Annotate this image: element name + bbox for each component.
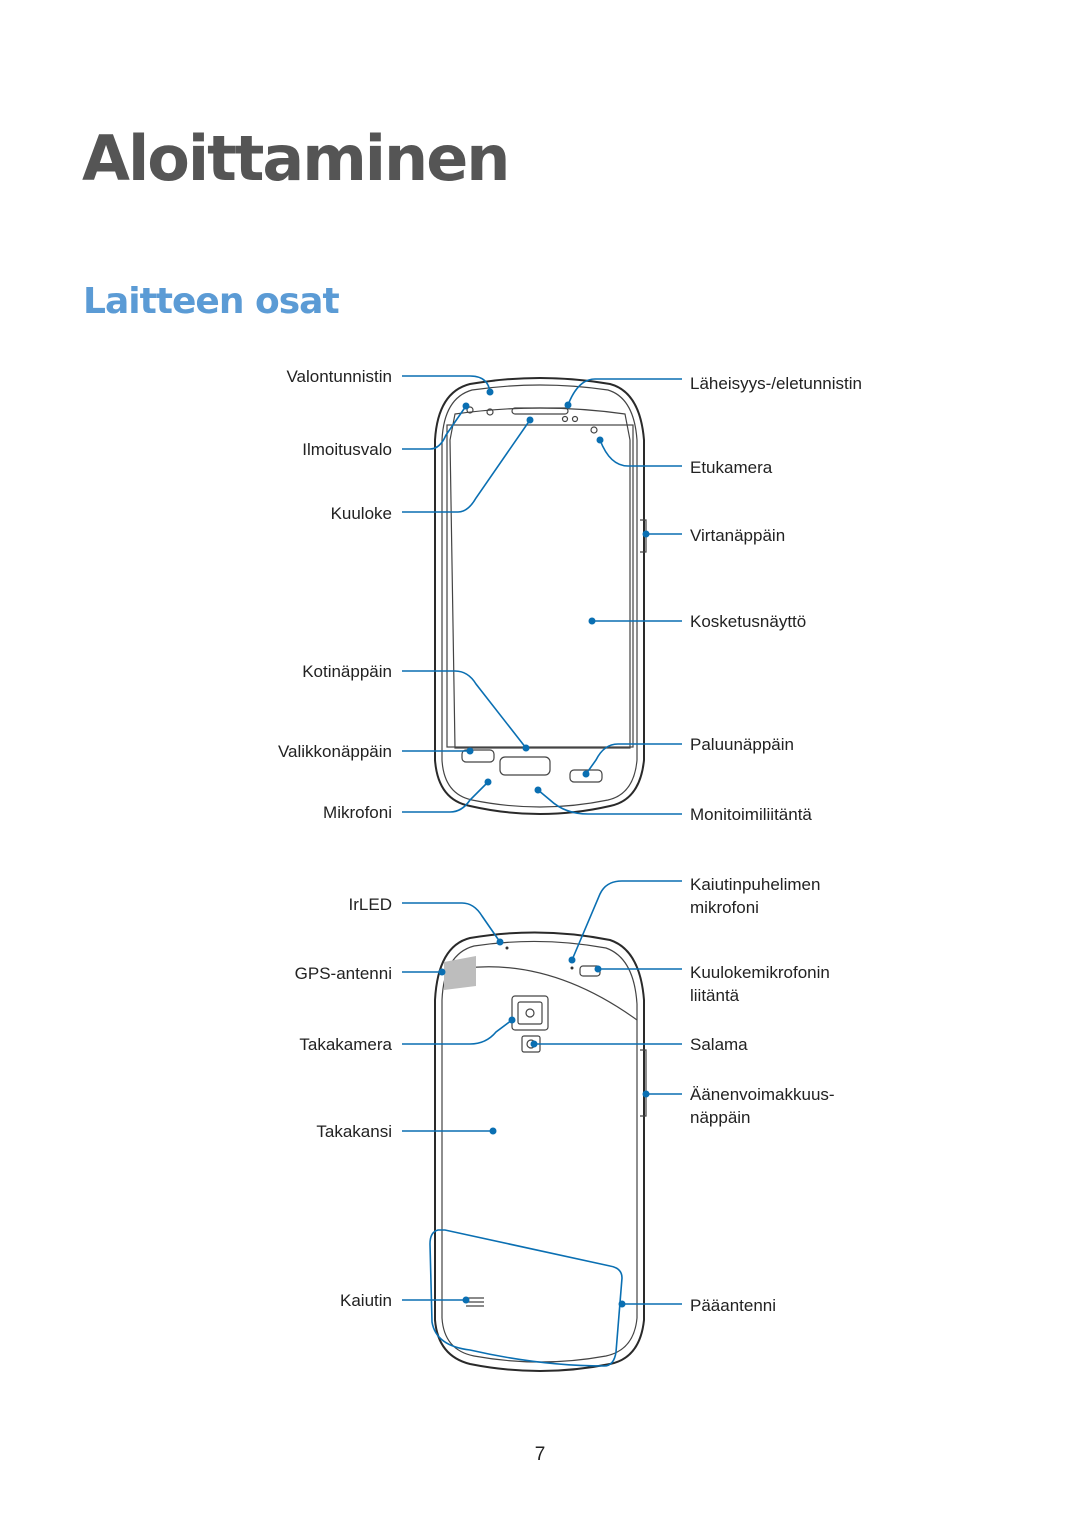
label-back-cover: Takakansi [316,1122,392,1141]
label-rear-camera: Takakamera [299,1035,392,1054]
label-home-key: Kotinäppäin [302,662,392,681]
section-title: Laitteen osat [83,281,340,322]
label-proximity-sensor: Läheisyys-/eletunnistin [690,374,862,393]
label-headset-jack: Kuulokemikrofonin liitäntä [690,961,830,1007]
main-antenna-marker [618,1300,626,1308]
multipurpose-jack-marker [534,786,542,794]
power-key-marker [642,530,650,538]
label-gps-antenna: GPS-antenni [294,964,392,983]
label-main-antenna: Pääantenni [690,1296,777,1315]
back-key-marker [582,770,590,778]
flash-marker [530,1040,538,1048]
label-flash: Salama [690,1035,748,1054]
headset-jack-marker [594,965,602,973]
label-earpiece: Kuuloke [330,504,392,523]
back-callouts [402,880,682,1367]
label-touchscreen: Kosketusnäyttö [690,612,807,631]
touchscreen-marker [588,617,596,625]
chapter-title: Aloittaminen [82,122,510,195]
rear-camera-marker [508,1016,516,1024]
proximity-sensor-marker [564,401,572,409]
notification-light-marker [462,402,470,410]
front-callouts [402,375,682,815]
label-volume-key-line2: näppäin [690,1108,751,1127]
label-menu-key: Valikkonäppäin [277,742,392,761]
earpiece-marker [526,416,534,424]
label-volume-key-line1: Äänenvoimakkuus- [690,1085,835,1104]
gps-antenna-marker [438,968,446,976]
label-back-key: Paluunäppäin [690,735,794,754]
speaker-marker [462,1296,470,1304]
label-multipurpose-jack: Monitoimiliitäntä [690,805,812,824]
front-camera-marker [596,436,604,444]
back-cover-marker [489,1127,497,1135]
page-number: 7 [534,1444,546,1465]
label-front-camera: Etukamera [690,458,773,477]
label-speakerphone-mic-line2: mikrofoni [690,898,759,917]
irled-marker [496,938,504,946]
front-phone-illustration [434,377,647,815]
label-speakerphone-mic-line1: Kaiutinpuhelimen [690,875,821,894]
microphone-marker [484,778,492,786]
label-notification-light: Ilmoitusvalo [302,440,392,459]
label-light-sensor: Valontunnistin [286,367,392,386]
label-headset-jack-line2: liitäntä [690,986,740,1005]
home-key-marker [522,744,530,752]
label-irled: IrLED [348,895,392,914]
label-speaker: Kaiutin [340,1291,392,1310]
label-microphone: Mikrofoni [323,803,392,822]
label-speakerphone-mic: Kaiutinpuhelimen mikrofoni [690,873,820,919]
label-headset-jack-line1: Kuulokemikrofonin [690,963,830,982]
light-sensor-marker [486,388,494,396]
menu-key-marker [466,747,474,755]
back-phone-illustration [434,931,647,1372]
volume-key-marker [642,1090,650,1098]
label-volume-key: Äänenvoimakkuus- näppäin [690,1083,835,1129]
speakerphone-mic-marker [568,956,576,964]
label-power-key: Virtanäppäin [690,526,786,545]
